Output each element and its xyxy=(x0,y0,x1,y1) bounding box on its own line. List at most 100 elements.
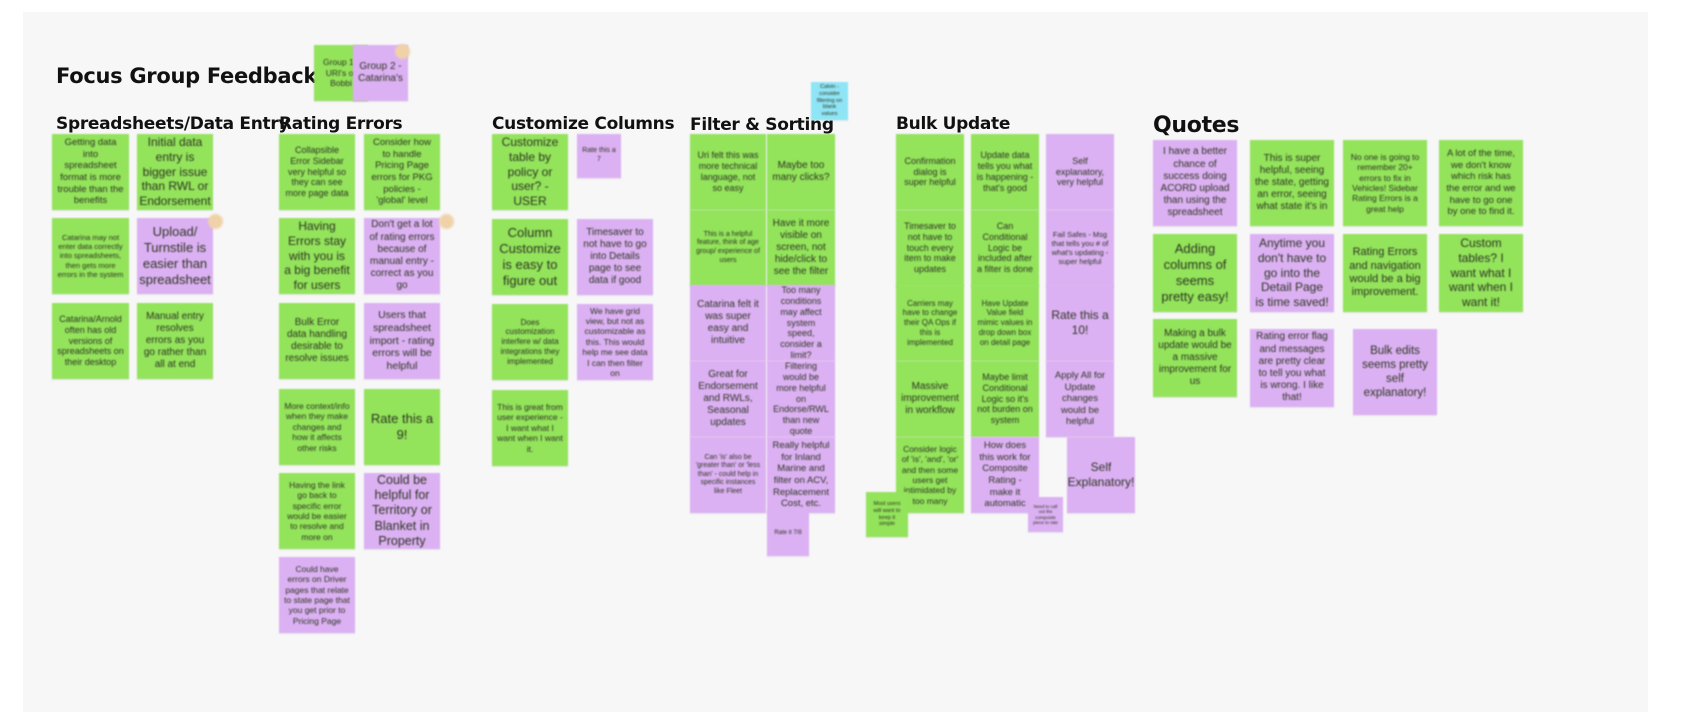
sticky-note-text: Rating Errors and navigation would be a … xyxy=(1349,246,1421,299)
sticky-note-text: Uri felt this was more technical languag… xyxy=(697,150,759,193)
sticky-note[interactable]: No one is going to remember 20+ errors t… xyxy=(1343,140,1427,226)
sticky-note[interactable]: Have it more visible on screen, not hide… xyxy=(767,210,835,286)
sticky-note[interactable]: Catarina felt it was super easy and intu… xyxy=(690,285,766,361)
sticky-note-text: More context/info when they make changes… xyxy=(284,401,350,453)
sticky-note[interactable]: Can 'is' also be 'greater than' or 'less… xyxy=(690,437,766,513)
sticky-note[interactable]: This is great from user experience - I w… xyxy=(492,390,568,466)
sticky-note[interactable]: Update data tells you what is happening … xyxy=(971,134,1039,210)
sticky-note-text: This is great from user experience - I w… xyxy=(497,402,563,454)
sticky-note-text: No one is going to remember 20+ errors t… xyxy=(1350,151,1420,214)
sticky-note[interactable]: Getting data into spreadsheet format is … xyxy=(52,134,129,210)
sticky-note[interactable]: Rate this a 7 xyxy=(577,134,621,178)
sticky-note[interactable]: Upload/ Turnstile is easier than spreads… xyxy=(137,218,213,294)
sticky-note[interactable]: Great for Endorsement and RWLs, Seasonal… xyxy=(690,361,766,437)
sticky-note[interactable]: Adding columns of seems pretty easy! xyxy=(1153,234,1237,312)
sticky-note[interactable]: Bulk Error data handling desirable to re… xyxy=(279,303,355,379)
sticky-note[interactable]: Carriers may have to change their QA Ops… xyxy=(896,285,964,361)
sticky-note-text: Massive improvement in workflow xyxy=(901,380,959,417)
sticky-note[interactable]: Rating error flag and messages are prett… xyxy=(1250,329,1334,407)
sticky-note[interactable]: Maybe limit Conditional Logic so it's no… xyxy=(971,361,1039,437)
sticky-note[interactable]: Calvin - consider filtering on blank val… xyxy=(811,82,848,120)
sticky-note-text: A lot of the time, we don't know which r… xyxy=(1446,148,1516,218)
sticky-note[interactable]: This is super helpful, seeing the state,… xyxy=(1250,140,1334,226)
sticky-note-text: Rating error flag and messages are prett… xyxy=(1256,331,1328,404)
sticky-note-text: Maybe too many clicks? xyxy=(772,159,830,183)
sticky-note[interactable]: Custom tables? I want what I want when I… xyxy=(1439,234,1523,312)
sticky-note-text: Adding columns of seems pretty easy! xyxy=(1161,241,1229,304)
sticky-note-text: Most users will want to keep it simple xyxy=(873,501,901,528)
sticky-note-text: Bulk Error data handling desirable to re… xyxy=(285,316,349,365)
sticky-note-text: Really helpful for Inland Marine and fil… xyxy=(772,440,830,510)
sticky-note[interactable]: Massive improvement in workflow xyxy=(896,361,964,437)
sticky-note[interactable]: Most users will want to keep it simple xyxy=(866,492,908,537)
sticky-note[interactable]: Uri felt this was more technical languag… xyxy=(690,134,766,210)
sticky-note[interactable]: Need to call out the composite piece to … xyxy=(1028,497,1063,532)
sticky-note-text: Could be helpful for Territory or Blanke… xyxy=(372,473,432,548)
sticky-note[interactable]: Filtering would be more helpful on Endor… xyxy=(767,361,835,437)
sticky-note[interactable]: Apply All for Update changes would be he… xyxy=(1046,361,1114,437)
sticky-note-text: Have Update Value field mimic values in … xyxy=(977,298,1033,347)
sticky-note[interactable]: Self Explanatory! xyxy=(1067,437,1135,513)
sticky-note[interactable]: Too many conditions may affect system sp… xyxy=(767,285,835,361)
sticky-note[interactable]: Consider logic of 'is', 'and', 'or' and … xyxy=(896,437,964,513)
sticky-note[interactable]: I have a better chance of success doing … xyxy=(1153,140,1237,226)
sticky-note[interactable]: We have grid view, but not as customizab… xyxy=(577,304,653,380)
collaborator-avatar[interactable] xyxy=(395,44,410,59)
sticky-note-text: Column Customize is easy to figure out xyxy=(499,225,561,288)
sticky-note[interactable]: Self explanatory, very helpful xyxy=(1046,134,1114,210)
sticky-note-text: Carriers may have to change their QA Ops… xyxy=(902,298,958,347)
sticky-note[interactable]: Have Update Value field mimic values in … xyxy=(971,285,1039,361)
sticky-note[interactable]: Rate it 7/8 xyxy=(767,511,809,556)
whiteboard-canvas[interactable]: Focus Group Feedback Group 1 - URI's or … xyxy=(23,12,1648,712)
sticky-note[interactable]: Initial data entry is bigger issue than … xyxy=(137,134,213,210)
sticky-note[interactable]: Maybe too many clicks? xyxy=(767,134,835,210)
sticky-note[interactable]: Don't get a lot of rating errors because… xyxy=(364,218,440,294)
sticky-note[interactable]: Catarina/Arnold often has old versions o… xyxy=(52,303,129,379)
sticky-note[interactable]: Bulk edits seems pretty self explanatory… xyxy=(1353,329,1437,415)
sticky-note[interactable]: More context/info when they make changes… xyxy=(279,389,355,465)
sticky-note-text: Have it more visible on screen, not hide… xyxy=(772,217,830,278)
collaborator-avatar[interactable] xyxy=(439,214,454,229)
sticky-note[interactable]: Having the link go back to specific erro… xyxy=(279,473,355,549)
sticky-note[interactable]: Having Errors stay with you is a big ben… xyxy=(279,218,355,294)
sticky-note-text: Rate this a 10! xyxy=(1051,308,1109,337)
sticky-note[interactable]: Catarina may not enter data correctly in… xyxy=(52,218,129,294)
sticky-note-text: Update data tells you what is happening … xyxy=(976,150,1034,193)
sticky-note[interactable]: Rate this a 10! xyxy=(1046,285,1114,361)
sticky-note-text: Calvin - consider filtering on blank val… xyxy=(816,84,843,118)
sticky-note-text: Too many conditions may affect system sp… xyxy=(780,285,822,361)
sticky-note[interactable]: Timesaver to not have to touch every ite… xyxy=(896,210,964,286)
board-title: Focus Group Feedback xyxy=(56,64,318,88)
sticky-note[interactable]: Column Customize is easy to figure out xyxy=(492,219,568,295)
sticky-note[interactable]: Manual entry resolves errors as you go r… xyxy=(137,303,213,379)
sticky-note[interactable]: Collapsible Error Sidebar very helpful s… xyxy=(279,134,355,210)
sticky-note-text: Can 'is' also be 'greater than' or 'less… xyxy=(695,453,761,495)
sticky-note[interactable]: Consider how to handle Pricing Page erro… xyxy=(364,134,440,210)
sticky-note[interactable]: This is a helpful feature, think of age … xyxy=(690,210,766,286)
sticky-note[interactable]: Could be helpful for Territory or Blanke… xyxy=(364,473,440,549)
sticky-note[interactable]: Fail Safes - Msg that tells you # of wha… xyxy=(1046,210,1114,286)
sticky-note[interactable]: Does customization interfere w/ data int… xyxy=(492,304,568,380)
sticky-note-text: Initial data entry is bigger issue than … xyxy=(139,135,211,208)
sticky-note-text: Catarina felt it was super easy and intu… xyxy=(697,298,759,347)
sticky-note[interactable]: Confirmation dialog is super helpful xyxy=(896,134,964,210)
sticky-note[interactable]: Rate this a 9! xyxy=(364,389,440,465)
sticky-note[interactable]: Anytime you don't have to go into the De… xyxy=(1250,234,1334,312)
sticky-note[interactable]: Could have errors on Driver pages that r… xyxy=(279,557,355,633)
sticky-note[interactable]: Users that spreadsheet import - rating e… xyxy=(364,303,440,379)
sticky-note[interactable]: Can Conditional Logic be included after … xyxy=(971,210,1039,286)
sticky-note-text: Users that spreadsheet import - rating e… xyxy=(369,309,435,373)
sticky-note-text: Rate this a 9! xyxy=(370,411,434,442)
sticky-note-text: Consider how to handle Pricing Page erro… xyxy=(371,137,433,207)
sticky-note[interactable]: Really helpful for Inland Marine and fil… xyxy=(767,437,835,513)
sticky-note[interactable]: A lot of the time, we don't know which r… xyxy=(1439,140,1523,226)
sticky-note-text: Catarina may not enter data correctly in… xyxy=(57,233,124,279)
sticky-note-text: Timesaver to not have to touch every ite… xyxy=(904,220,956,275)
sticky-note[interactable]: Timesaver to not have to go into Details… xyxy=(577,219,653,295)
sticky-note[interactable]: How does this work for Composite Rating … xyxy=(971,437,1039,513)
sticky-note[interactable]: Making a bulk update would be a massive … xyxy=(1153,319,1237,397)
sticky-note[interactable]: Customize table by policy or user? - USE… xyxy=(492,134,568,210)
section-title-spreadsheets: Spreadsheets/Data Entry xyxy=(56,114,290,134)
sticky-note[interactable]: Rating Errors and navigation would be a … xyxy=(1343,234,1427,312)
collaborator-avatar[interactable] xyxy=(208,214,223,229)
